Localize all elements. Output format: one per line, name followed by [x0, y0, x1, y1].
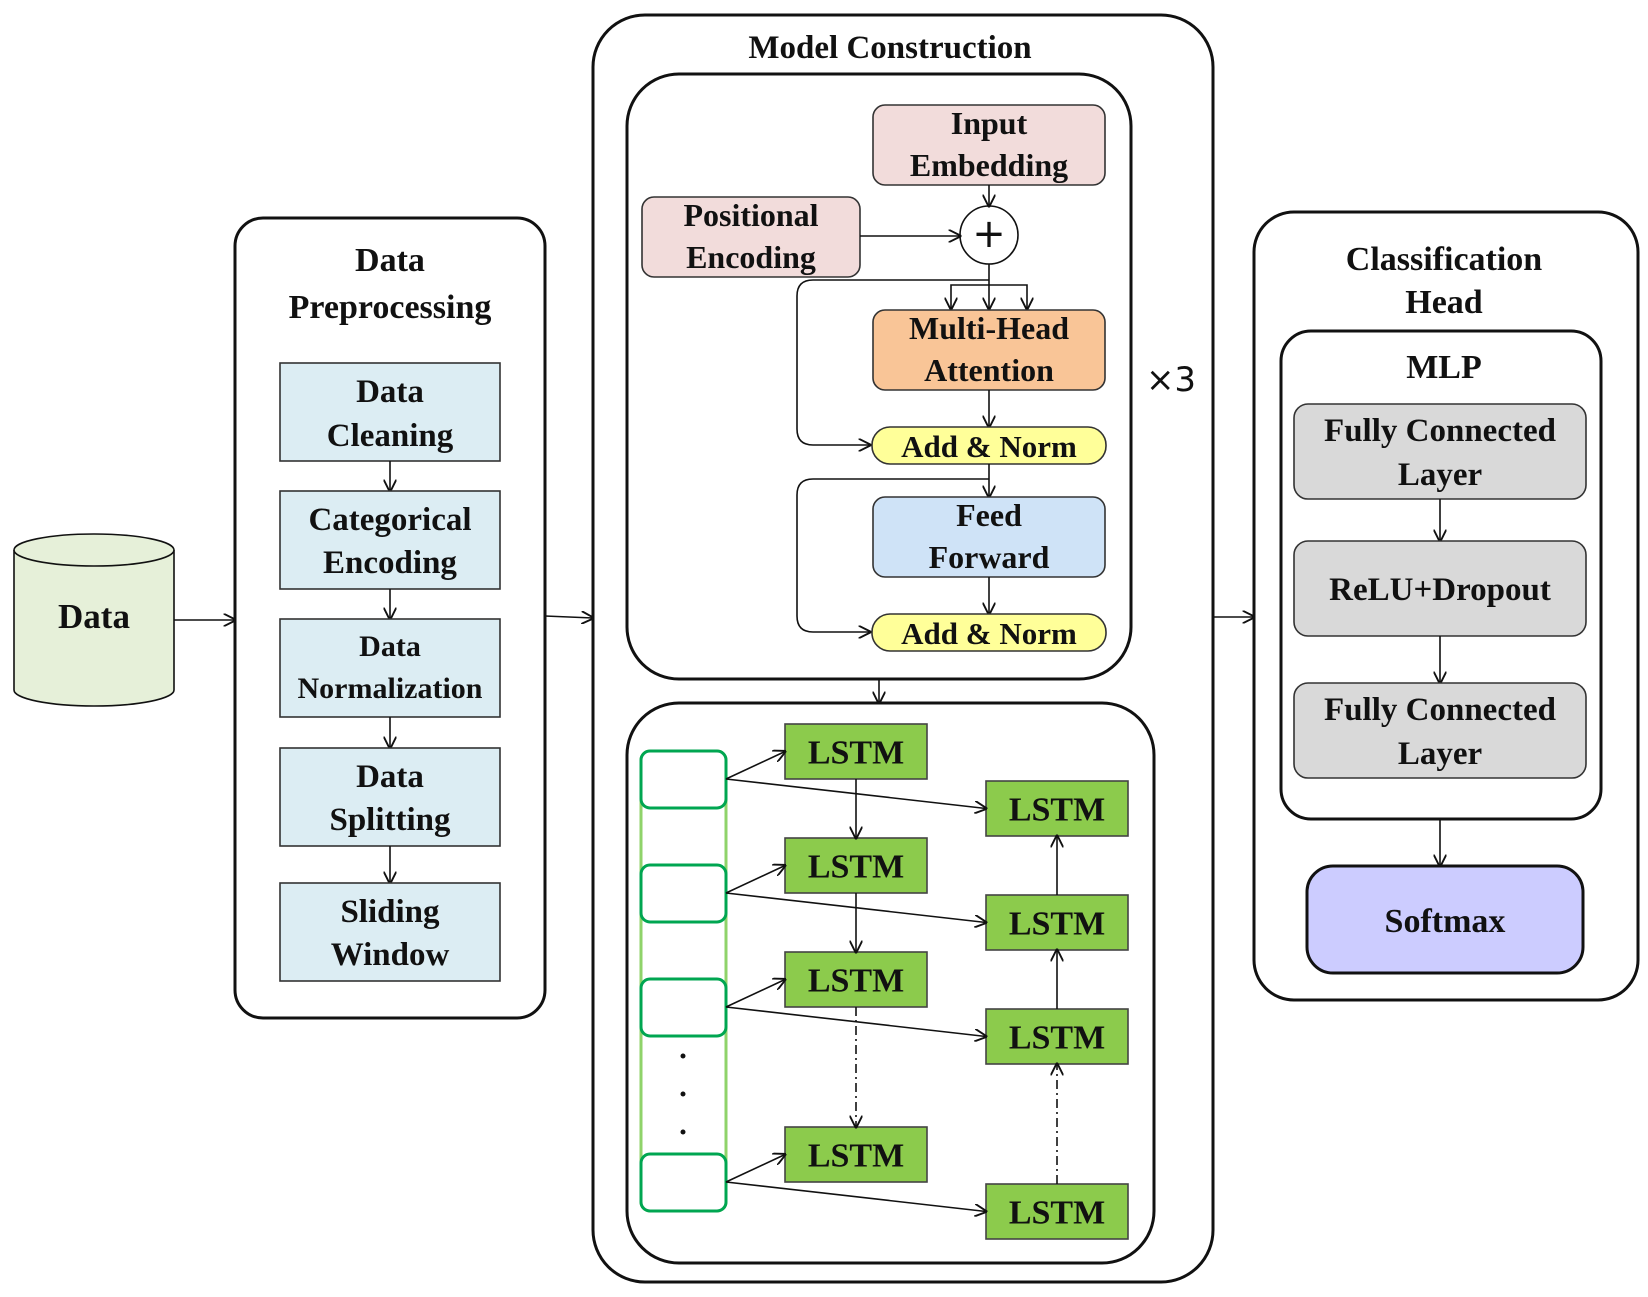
arrow-seq-to-forward-2	[725, 866, 785, 894]
fc2-line-2: Layer	[1398, 736, 1482, 772]
preprocessing-title-line-2: Preprocessing	[289, 289, 492, 326]
fc2-line-1: Fully Connected	[1324, 692, 1556, 728]
step-label-line-1: Data	[356, 374, 424, 410]
step-label-line-2: Normalization	[298, 672, 483, 705]
backward-lstm-cell-4-label: LSTM	[1009, 1195, 1105, 1232]
input-embedding-box: Input Embedding	[872, 104, 1106, 186]
positional-encoding-box: Positional Encoding	[641, 196, 861, 278]
forward-lstm-cell-4	[784, 1126, 928, 1183]
residual-connection-1	[796, 279, 989, 445]
arrow-seq-to-forward-4	[725, 1155, 785, 1183]
fully-connected-layer-1: Fully Connected Layer	[1293, 403, 1587, 500]
forward-lstm-cell-3-label: LSTM	[808, 963, 904, 1000]
multi-head-attention-box: Multi-Head Attention	[872, 309, 1106, 391]
ellipsis-dot	[680, 1091, 686, 1097]
residual-connection-2	[796, 478, 989, 632]
attention-line-1: Multi-Head	[909, 310, 1069, 346]
step-data-normalization: Data Normalization	[279, 618, 501, 718]
bilstm-block: LSTM LSTM LSTM LSTM LSTM LSTM LSTM LSTM	[625, 701, 1156, 1265]
sequence-step	[639, 749, 728, 810]
sequence-step	[639, 1152, 728, 1213]
positional-encoding-line-2: Encoding	[686, 239, 816, 275]
arrow-seq-to-forward-1	[725, 752, 785, 780]
model-title: Model Construction	[748, 30, 1031, 66]
fc1-line-2: Layer	[1398, 457, 1482, 493]
input-embedding-line-2: Embedding	[910, 147, 1068, 183]
step-label-line-1: Data	[356, 759, 424, 795]
add-norm-label-2: Add & Norm	[901, 616, 1077, 651]
step-label-line-1: Sliding	[340, 894, 440, 930]
backward-lstm-cell-3-label: LSTM	[1009, 1020, 1105, 1057]
add-norm-label-1: Add & Norm	[901, 429, 1077, 464]
relu-dropout-label: ReLU+Dropout	[1329, 572, 1551, 608]
positional-encoding-line-1: Positional	[683, 197, 818, 233]
backward-lstm-cell-2-label: LSTM	[1009, 906, 1105, 943]
head-title-line-2: Head	[1405, 284, 1483, 321]
add-norm-box-2: Add & Norm	[871, 613, 1107, 652]
step-label-line-1: Data	[359, 630, 421, 663]
model-construction-panel: Model Construction Input Embedding Posit…	[591, 13, 1215, 1284]
arrow-to-attention-k	[989, 284, 1027, 309]
feed-forward-line-2: Forward	[929, 539, 1050, 575]
backward-lstm-cell-4	[985, 1183, 1129, 1240]
data-source-cylinder: Data	[13, 533, 175, 707]
arrow-preprocessing-to-model	[544, 616, 593, 618]
softmax-label: Softmax	[1385, 903, 1506, 940]
arrow-to-attention-q	[951, 284, 989, 309]
step-label-line-2: Encoding	[323, 545, 457, 581]
backward-lstm-cell-1-label: LSTM	[1009, 792, 1105, 829]
transformer-encoder-block: Input Embedding Positional Encoding +	[625, 72, 1133, 681]
fully-connected-layer-2: Fully Connected Layer	[1293, 682, 1587, 779]
plus-symbol: +	[972, 211, 1006, 257]
cylinder-top	[13, 533, 175, 567]
backward-lstm-cell-3	[985, 1008, 1129, 1065]
input-embedding-line-1: Input	[951, 105, 1028, 141]
forward-lstm-cell-4-label: LSTM	[808, 1138, 904, 1175]
cylinder-body	[13, 550, 175, 707]
step-data-cleaning: Data Cleaning	[279, 362, 501, 462]
mlp-title: MLP	[1406, 349, 1482, 386]
repeat-label: ×3	[1146, 360, 1196, 400]
head-title-line-1: Classification	[1346, 241, 1543, 278]
attention-line-2: Attention	[924, 352, 1054, 388]
step-label-line-1: Categorical	[308, 502, 471, 538]
sequence-step	[639, 863, 728, 924]
sequence-step	[639, 977, 728, 1038]
data-source-label: Data	[58, 597, 130, 636]
classification-head-panel: Classification Head MLP Fully Connected …	[1252, 210, 1640, 1002]
mlp-block: MLP Fully Connected Layer ReLU+Dropout F…	[1279, 329, 1603, 821]
addition-node: +	[959, 205, 1019, 265]
arrow-seq-to-backward-4	[725, 1181, 986, 1212]
forward-lstm-cell-1-label: LSTM	[808, 735, 904, 772]
step-label-line-2: Splitting	[329, 802, 451, 838]
step-data-splitting: Data Splitting	[279, 747, 501, 847]
step-categorical-encoding: Categorical Encoding	[279, 490, 501, 590]
feed-forward-box: Feed Forward	[872, 496, 1106, 578]
forward-lstm-cell-2-label: LSTM	[808, 849, 904, 886]
preprocessing-title-line-1: Data	[355, 242, 425, 279]
step-sliding-window: Sliding Window	[279, 882, 501, 982]
step-label-line-2: Window	[331, 937, 450, 973]
softmax-box: Softmax	[1305, 864, 1585, 975]
step-label-line-2: Cleaning	[327, 418, 454, 454]
feed-forward-line-1: Feed	[956, 497, 1022, 533]
fc1-line-1: Fully Connected	[1324, 413, 1556, 449]
ellipsis-dot	[680, 1129, 686, 1135]
relu-dropout-layer: ReLU+Dropout	[1293, 540, 1587, 637]
ellipsis-dot	[680, 1053, 686, 1059]
backward-lstm-cell-1	[985, 780, 1129, 837]
bilstm-content: LSTM LSTM LSTM LSTM LSTM LSTM LSTM LSTM	[639, 723, 1129, 1240]
add-norm-box-1: Add & Norm	[871, 426, 1107, 465]
arrow-seq-to-forward-3	[725, 980, 785, 1008]
preprocessing-panel: Data Preprocessing Data Cleaning Categor…	[233, 216, 547, 1020]
